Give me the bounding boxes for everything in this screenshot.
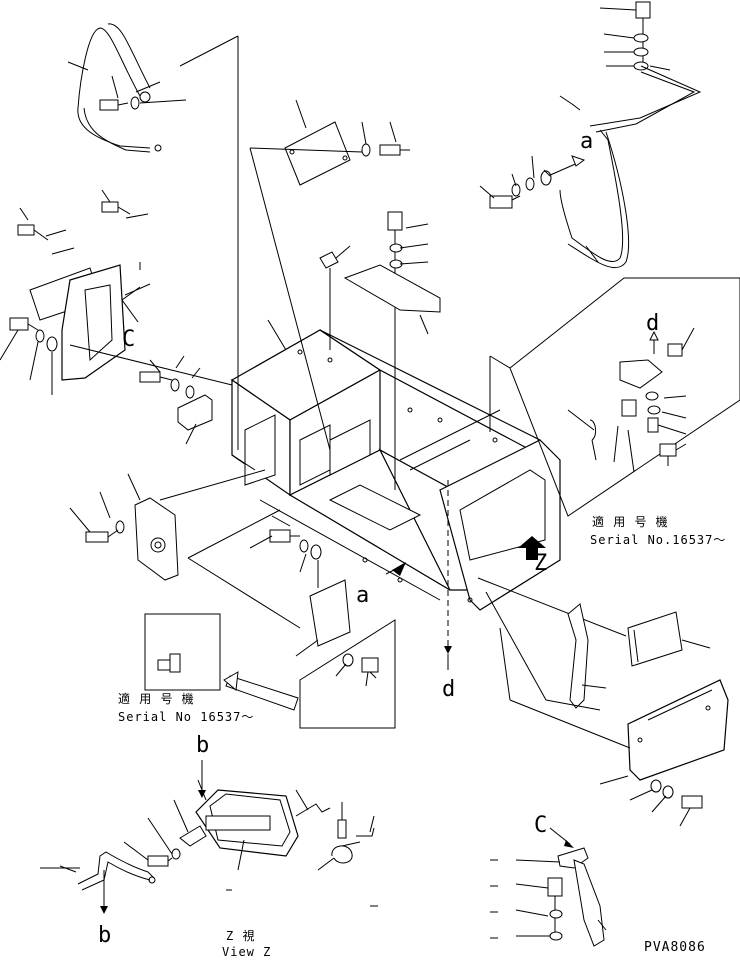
- top-right-rod: [479, 1, 702, 269]
- note-left-serial: Serial No 16537～: [118, 710, 254, 724]
- z-arrow: [444, 480, 546, 670]
- center-lower-plate: [187, 509, 406, 657]
- note-left-jp: 適 用 号 機: [118, 691, 195, 706]
- label-a-mid: a: [356, 583, 369, 608]
- label-d-bottom: d: [442, 677, 455, 702]
- note-view-jp: Z 視: [226, 928, 255, 943]
- label-z: Z: [534, 551, 547, 576]
- label-b-top: b: [196, 733, 209, 758]
- note-view-en: View Z: [222, 945, 271, 959]
- flange-plate: [69, 469, 266, 581]
- note-right-serial: Serial No.16537～: [590, 533, 726, 547]
- label-c-left: C: [122, 327, 135, 352]
- view-z-assembly: [40, 760, 378, 914]
- upper-center-plate: [179, 35, 410, 451]
- hinge-bracket: [139, 355, 213, 445]
- center-stud-stack: [267, 211, 441, 490]
- main-frame: [230, 329, 561, 611]
- top-left-handrail: [67, 23, 187, 153]
- drawing-code: PVA8086: [644, 940, 706, 955]
- left-bracket-cluster: [0, 189, 233, 395]
- bottom-right-bracket: [490, 827, 607, 947]
- left-small-inset: [144, 613, 299, 711]
- right-side-parts: [477, 577, 729, 827]
- label-b-bottom: b: [98, 923, 111, 948]
- label-c-bottom: C: [534, 813, 547, 838]
- note-right-jp: 適 用 号 機: [592, 514, 669, 529]
- label-d-top: d: [646, 311, 659, 336]
- right-inset-box: [489, 277, 740, 517]
- label-a-top: a: [580, 129, 593, 154]
- bottom-detail-inset: [299, 619, 396, 729]
